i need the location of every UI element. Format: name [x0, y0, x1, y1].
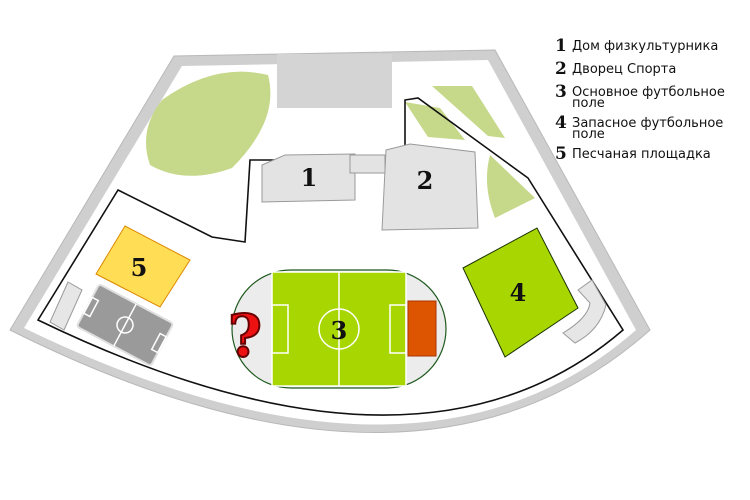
legend-label-4: Запасное футбольное поле [572, 116, 724, 142]
map-legend: 1 Дом физкультурника 2 Дворец Спорта 3 О… [555, 38, 745, 169]
sand-court[interactable] [95, 225, 191, 308]
lawn-top-right-1 [432, 86, 505, 138]
legend-item-1: 1 Дом физкультурника [555, 38, 745, 55]
stand-right [562, 279, 607, 344]
building-dom-fizkulturnika[interactable] [261, 153, 386, 203]
legend-item-3: 3 Основное футбольное поле [555, 82, 745, 111]
legend-num-3: 3 [555, 82, 567, 102]
lawn-left [146, 71, 271, 176]
building-dvorets-sporta[interactable] [381, 143, 479, 231]
marker-2: 2 [417, 166, 434, 195]
stand-left [49, 281, 83, 331]
legend-num-4: 4 [555, 113, 567, 133]
goal-zone [407, 300, 437, 357]
lawn-right [486, 155, 535, 218]
legend-label-2: Дворец Спорта [572, 62, 677, 77]
legend-label-5: Песчаная площадка [572, 147, 711, 162]
marker-1: 1 [301, 163, 318, 192]
lawn-top-right-2 [405, 102, 465, 140]
legend-item-2: 2 Дворец Спорта [555, 61, 745, 78]
legend-label-3: Основное футбольное поле [572, 85, 725, 111]
marker-3: 3 [331, 316, 348, 345]
main-stadium[interactable] [231, 269, 447, 389]
legend-num-2: 2 [555, 59, 567, 79]
inner-fence [36, 97, 625, 416]
legend-item-4: 4 Запасное футбольное поле [555, 113, 745, 142]
legend-num-1: 1 [555, 36, 567, 56]
reserve-field[interactable] [462, 227, 579, 358]
legend-item-5: 5 Песчаная площадка [555, 146, 745, 163]
grandstand [277, 54, 392, 108]
legend-num-5: 5 [555, 144, 567, 164]
question-mark-icon: ? [228, 302, 262, 370]
legend-label-1: Дом физкультурника [572, 39, 719, 54]
mini-football-court[interactable] [76, 284, 174, 366]
marker-5: 5 [131, 253, 148, 282]
marker-4: 4 [510, 278, 527, 307]
